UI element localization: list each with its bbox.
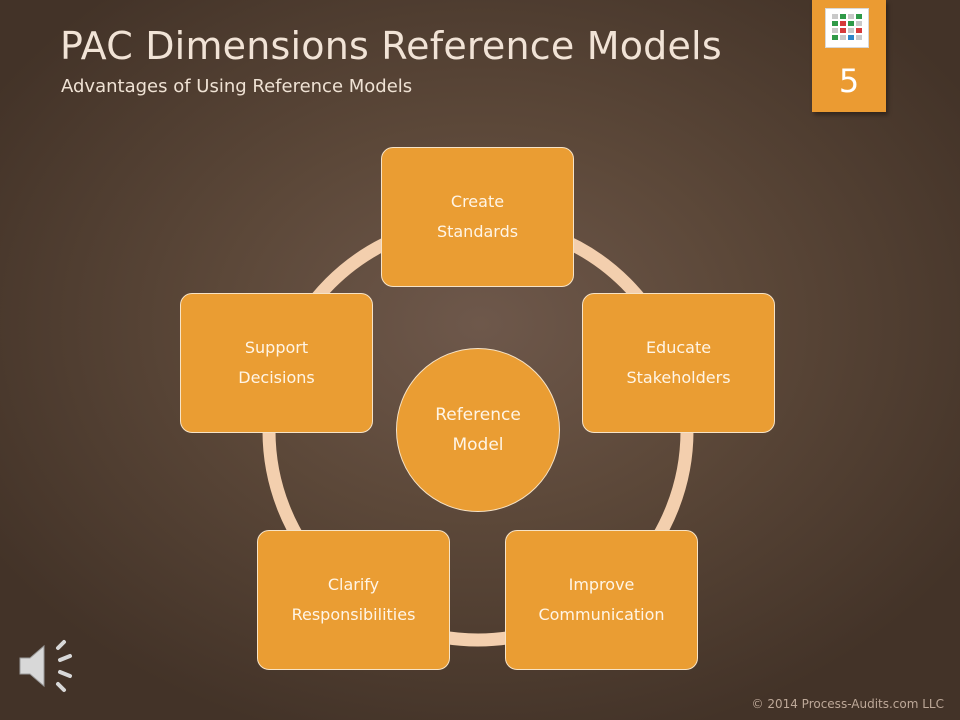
node-improve-communication: Improve Communication [505,530,698,670]
page-number: 5 [838,62,860,100]
page-subtitle: Advantages of Using Reference Models [61,76,413,97]
node-label: Educate Stakeholders [626,338,731,387]
node-label: Create Standards [436,192,519,241]
page-title: PAC Dimensions Reference Models [60,24,722,68]
center-reference-model: Reference Model [396,348,560,512]
node-label: Support Decisions [238,338,315,387]
copyright-notice: © 2014 Process-Audits.com LLC [751,697,945,711]
node-clarify-responsibilities: Clarify Responsibilities [257,530,450,670]
node-support-decisions: Support Decisions [180,293,373,433]
node-label: Improve Communication [538,575,665,624]
node-label: Clarify Responsibilities [291,575,416,624]
node-create-standards: Create Standards [381,147,574,287]
slide-number-badge: 5 [812,0,886,112]
speaker-icon[interactable] [12,634,84,702]
node-educate-stakeholders: Educate Stakeholders [582,293,775,433]
grid-logo-icon [825,8,869,48]
center-label: Reference Model [435,405,521,455]
